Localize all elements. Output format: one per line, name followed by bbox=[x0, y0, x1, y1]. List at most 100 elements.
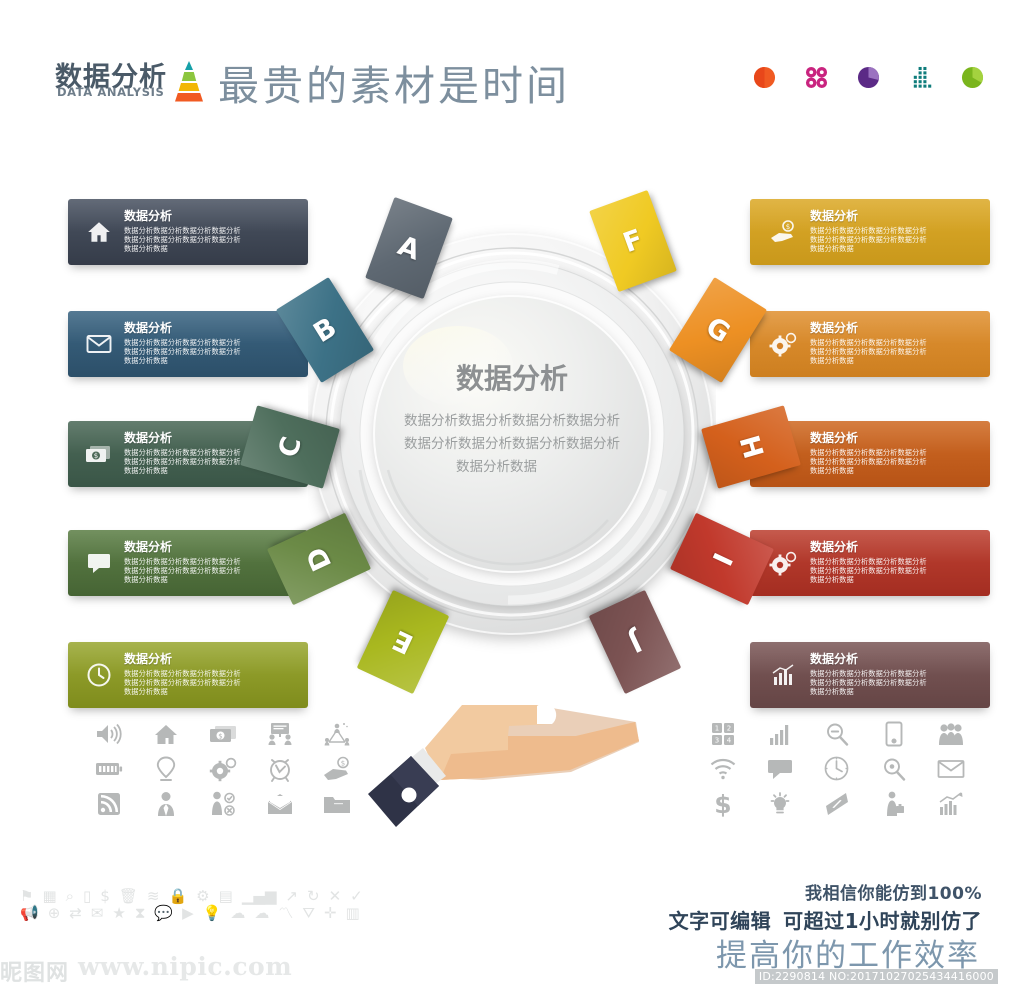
info-bar-j[interactable]: 数据分析 数据分析数据分析数据分析数据分析 数据分析数据分析数据分析数据分析 数… bbox=[750, 642, 990, 708]
sitemap-icon: ⛛ bbox=[302, 904, 315, 922]
header-icon-row bbox=[753, 66, 984, 89]
info-bar-i-line3: 数据分析数据 bbox=[810, 575, 854, 585]
home-icon bbox=[84, 217, 114, 247]
gears-icon bbox=[768, 329, 798, 359]
pie-chart-wedge-icon bbox=[961, 66, 984, 89]
chat-bubble-icon bbox=[84, 548, 114, 578]
info-bar-f-line2: 数据分析数据分析数据分析数据分析 bbox=[810, 235, 927, 245]
info-bar-i-line2: 数据分析数据分析数据分析数据分析 bbox=[810, 566, 927, 576]
info-bar-i[interactable]: 数据分析 数据分析数据分析数据分析数据分析 数据分析数据分析数据分析数据分析 数… bbox=[750, 530, 990, 596]
svg-text:$: $ bbox=[786, 223, 790, 231]
bar-chart-icon bbox=[768, 660, 798, 690]
info-bar-e-line3: 数据分析数据 bbox=[124, 687, 168, 697]
center-title: 数据分析 bbox=[456, 362, 568, 395]
rss-signal-icon bbox=[80, 786, 137, 821]
hand-coin-icon: $ bbox=[308, 751, 365, 786]
svg-text:3: 3 bbox=[714, 736, 718, 744]
briefcase-person-icon bbox=[865, 786, 922, 821]
open-envelope-icon bbox=[251, 786, 308, 821]
watermark-icon-row-2: 📢 ⊕ ⇄ ✉ ★ ⧗ 💬 ▶ 💡 ☁ ☁ 〽 ⛛ ✛ ▥ bbox=[20, 905, 450, 922]
center-body-line-1: 数据分析数据分析数据分析数据分析 bbox=[404, 413, 620, 429]
svg-text:$: $ bbox=[218, 732, 222, 740]
zoom-out-icon bbox=[808, 716, 865, 751]
gear-icon: ⚙ bbox=[196, 887, 210, 905]
line-chart-icon: 〽 bbox=[278, 904, 294, 922]
briefcase-icon: ▤ bbox=[218, 887, 233, 905]
envelope-icon bbox=[84, 329, 114, 359]
center-body-line-3: 数据分析数据 bbox=[456, 459, 537, 475]
info-bar-g-title: 数据分析 bbox=[810, 321, 859, 335]
home-icon bbox=[137, 716, 194, 751]
close-icon: ✕ bbox=[328, 887, 342, 905]
svg-text:1: 1 bbox=[714, 724, 718, 732]
lock-icon: 🔒 bbox=[168, 887, 188, 905]
info-bar-d-line2: 数据分析数据分析数据分析数据分析 bbox=[124, 566, 241, 576]
bar-chart-icon: ▁▄▆ bbox=[241, 887, 277, 905]
money-calendar-icon: ▥ bbox=[345, 904, 360, 922]
chat-bubble-icon bbox=[751, 751, 808, 786]
info-bar-b[interactable]: 数据分析 数据分析数据分析数据分析数据分析 数据分析数据分析数据分析数据分析 数… bbox=[68, 311, 308, 377]
info-bar-c-line3: 数据分析数据 bbox=[124, 466, 168, 476]
svg-text:2: 2 bbox=[726, 724, 730, 732]
info-bar-a-line2: 数据分析数据分析数据分析数据分析 bbox=[124, 235, 241, 245]
dotted-bar-chart-icon bbox=[913, 66, 932, 88]
watermark-icon-rows: ⚑ ▦ ⌕ ▯ $ 🗑 ≋ 🔒 ⚙ ▤ ▁▄▆ ↗ ↻ ✕ ✓ 📢 ⊕ ⇄ ✉ … bbox=[20, 888, 450, 993]
trend-up-icon: ↗ bbox=[285, 887, 298, 905]
gears-icon bbox=[194, 751, 251, 786]
icon-grid-left: $ bbox=[80, 716, 365, 821]
zoom-in-icon bbox=[865, 751, 922, 786]
cloud-download-icon: ☁ bbox=[254, 904, 270, 922]
businessman-icon bbox=[137, 786, 194, 821]
watermark-chinese-text: 昵图网 bbox=[0, 961, 70, 986]
open-hand-graphic bbox=[356, 688, 656, 833]
video-icon: ▶ bbox=[182, 904, 194, 922]
info-bar-d[interactable]: 数据分析 数据分析数据分析数据分析数据分析 数据分析数据分析数据分析数据分析 数… bbox=[68, 530, 308, 596]
footer-line-2-part-b: 可超过1小时就别仿了 bbox=[783, 909, 982, 933]
clock-icon bbox=[84, 660, 114, 690]
dollar-icon: $ bbox=[694, 786, 751, 821]
central-wheel-graphic: 数据分析 数据分析数据分析数据分析数据分析 数据分析数据分析数据分析数据分析 数… bbox=[308, 170, 716, 698]
svg-text:$: $ bbox=[94, 452, 98, 460]
envelope-icon bbox=[922, 751, 979, 786]
info-bar-e-title: 数据分析 bbox=[124, 652, 173, 666]
info-bar-g-line1: 数据分析数据分析数据分析数据分析 bbox=[810, 338, 927, 347]
folder-icon bbox=[308, 786, 365, 821]
bar-chart-icon bbox=[751, 716, 808, 751]
info-bar-f[interactable]: $ 数据分析 数据分析数据分析数据分析数据分析 数据分析数据分析数据分析数据分析… bbox=[750, 199, 990, 265]
info-bar-h-line2: 数据分析数据分析数据分析数据分析 bbox=[810, 457, 927, 467]
info-bar-b-line2: 数据分析数据分析数据分析数据分析 bbox=[124, 347, 241, 357]
svg-text:$: $ bbox=[714, 791, 731, 817]
svg-text:$: $ bbox=[340, 759, 344, 767]
location-pin-icon bbox=[137, 751, 194, 786]
chat-icon: 💬 bbox=[154, 904, 174, 922]
footer-line-2: 文字可编辑可超过1小时就别仿了 bbox=[669, 905, 982, 934]
lightbulb-icon: 💡 bbox=[202, 904, 222, 922]
info-bar-d-line3: 数据分析数据 bbox=[124, 575, 168, 585]
page-title: 最贵的素材是时间 bbox=[218, 62, 570, 110]
center-body-line-2: 数据分析数据分析数据分析数据分析 bbox=[404, 436, 620, 452]
transfer-icon: ⇄ bbox=[69, 904, 82, 922]
info-bar-g-line2: 数据分析数据分析数据分析数据分析 bbox=[810, 347, 927, 357]
flag-icon: ⚑ bbox=[20, 887, 34, 905]
battery-icon bbox=[80, 751, 137, 786]
info-bar-g-line3: 数据分析数据 bbox=[810, 356, 854, 366]
phone-icon: ▯ bbox=[83, 887, 92, 905]
arrows-exchange-icon bbox=[808, 786, 865, 821]
presentation-people-icon bbox=[251, 716, 308, 751]
info-bar-h-line3: 数据分析数据 bbox=[810, 466, 854, 476]
gears-icon bbox=[768, 548, 798, 578]
info-bar-d-line1: 数据分析数据分析数据分析数据分析 bbox=[124, 557, 241, 566]
info-bar-h-title: 数据分析 bbox=[810, 431, 859, 445]
svg-text:4: 4 bbox=[726, 736, 731, 744]
hand-coin-icon: $ bbox=[768, 217, 798, 247]
info-bar-c-line1: 数据分析数据分析数据分析数据分析 bbox=[124, 448, 241, 457]
info-bar-e[interactable]: 数据分析 数据分析数据分析数据分析数据分析 数据分析数据分析数据分析数据分析 数… bbox=[68, 642, 308, 708]
info-bar-g[interactable]: 数据分析 数据分析数据分析数据分析数据分析 数据分析数据分析数据分析数据分析 数… bbox=[750, 311, 990, 377]
check-icon: ✓ bbox=[350, 887, 363, 905]
info-bar-h-line1: 数据分析数据分析数据分析数据分析 bbox=[810, 448, 927, 457]
info-bar-b-line1: 数据分析数据分析数据分析数据分析 bbox=[124, 338, 241, 347]
info-bar-a[interactable]: 数据分析 数据分析数据分析数据分析数据分析 数据分析数据分析数据分析数据分析 数… bbox=[68, 199, 308, 265]
info-bar-e-line1: 数据分析数据分析数据分析数据分析 bbox=[124, 669, 241, 678]
